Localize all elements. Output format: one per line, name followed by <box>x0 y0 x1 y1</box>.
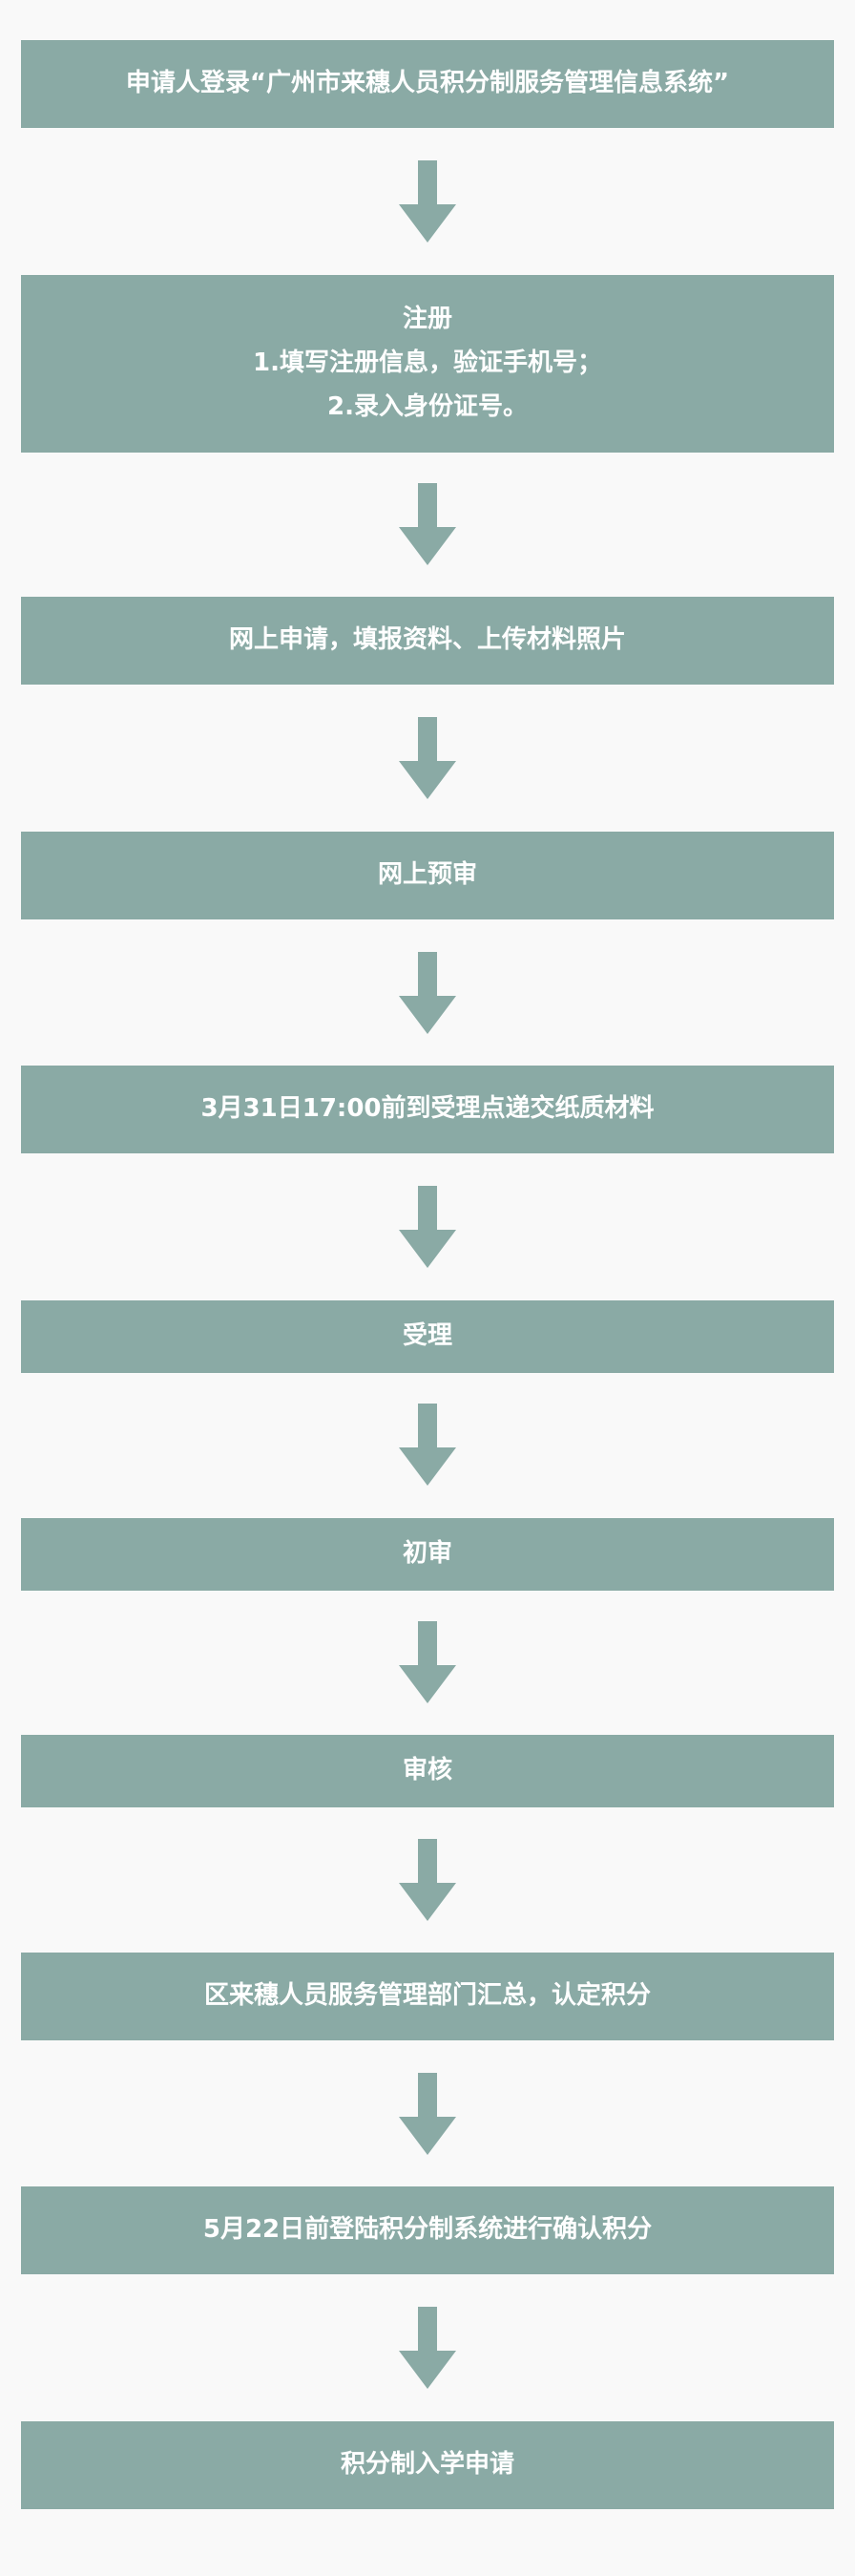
flow-step-register: 注册 1.填写注册信息，验证手机号； 2.录入身份证号。 <box>21 275 834 453</box>
step-text: 初审 <box>402 1539 452 1569</box>
down-arrow-icon <box>399 160 456 243</box>
down-arrow-icon <box>399 1839 456 1921</box>
flow-step-login: 申请人登录“广州市来穗人员积分制服务管理信息系统” <box>21 40 834 128</box>
step-text: 2.录入身份证号。 <box>327 391 528 421</box>
step-text: 审核 <box>402 1756 452 1785</box>
step-text: 网上预审 <box>377 860 477 890</box>
down-arrow-icon <box>399 1404 456 1486</box>
down-arrow-icon <box>399 1621 456 1703</box>
flow-step-online-application: 网上申请，填报资料、上传材料照片 <box>21 597 834 685</box>
flow-step-school-enrollment-application: 积分制入学申请 <box>21 2421 834 2509</box>
down-arrow-icon <box>399 2307 456 2389</box>
flow-step-audit: 审核 <box>21 1735 834 1807</box>
flow-step-submit-paper-materials: 3月31日17:00前到受理点递交纸质材料 <box>21 1066 834 1153</box>
step-text: 积分制入学申请 <box>340 2450 514 2480</box>
step-text: 3月31日17:00前到受理点递交纸质材料 <box>200 1094 655 1124</box>
down-arrow-icon <box>399 2073 456 2155</box>
step-text: 受理 <box>402 1321 452 1351</box>
flow-step-preliminary-review: 初审 <box>21 1518 834 1591</box>
down-arrow-icon <box>399 1186 456 1268</box>
down-arrow-icon <box>399 952 456 1034</box>
down-arrow-icon <box>399 483 456 565</box>
step-text: 区来穗人员服务管理部门汇总，认定积分 <box>203 1981 651 2011</box>
flow-step-online-pre-review: 网上预审 <box>21 832 834 919</box>
flow-step-confirm-points-online: 5月22日前登陆积分制系统进行确认积分 <box>21 2186 834 2274</box>
step-title: 注册 <box>402 305 452 334</box>
step-text: 网上申请，填报资料、上传材料照片 <box>228 625 626 655</box>
down-arrow-icon <box>399 717 456 799</box>
flow-step-points-confirmation-by-district: 区来穗人员服务管理部门汇总，认定积分 <box>21 1953 834 2040</box>
step-text: 申请人登录“广州市来穗人员积分制服务管理信息系统” <box>125 69 730 98</box>
step-text: 5月22日前登陆积分制系统进行确认积分 <box>202 2215 653 2245</box>
step-text: 1.填写注册信息，验证手机号； <box>253 348 602 378</box>
flow-step-acceptance: 受理 <box>21 1300 834 1373</box>
